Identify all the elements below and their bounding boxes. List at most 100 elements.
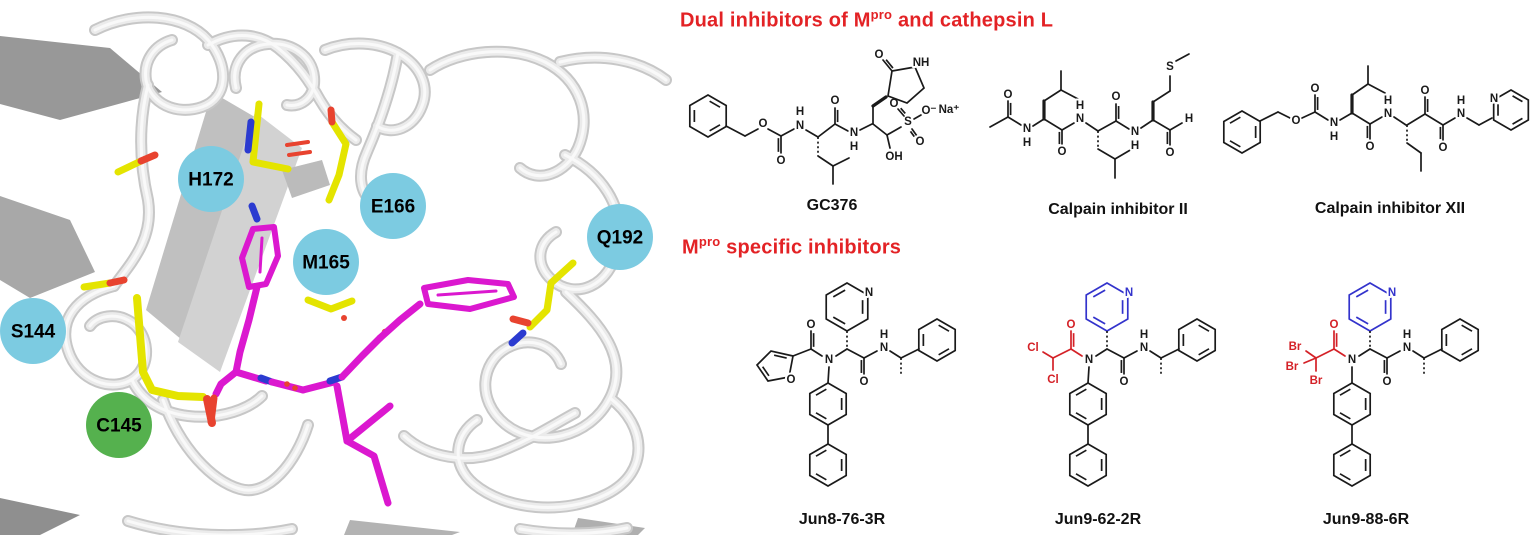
ring-double-bond bbox=[1339, 473, 1351, 481]
atom-label-H: H bbox=[1131, 140, 1139, 152]
ring-bond bbox=[755, 350, 794, 382]
atom-label-H: H bbox=[796, 106, 804, 118]
atom-label-O: O bbox=[831, 95, 840, 107]
bond bbox=[1106, 348, 1125, 359]
bond bbox=[1140, 119, 1154, 129]
ring-bond bbox=[1332, 443, 1372, 487]
bond bbox=[1032, 118, 1045, 127]
atom-label-N: N bbox=[1384, 108, 1392, 120]
bond bbox=[846, 348, 865, 359]
atom-label-Na⁺: Na⁺ bbox=[939, 104, 960, 116]
residue-label: Q192 bbox=[597, 228, 643, 249]
ring-bond bbox=[688, 94, 728, 138]
bond bbox=[1339, 112, 1353, 121]
atom-label-H: H bbox=[880, 329, 888, 341]
atom-label-O: O bbox=[1421, 85, 1430, 97]
header-superscript: pro bbox=[870, 7, 893, 22]
bond bbox=[1060, 89, 1079, 100]
atom-label-H: H bbox=[850, 141, 858, 153]
atom-label-O: O bbox=[916, 136, 925, 148]
ring-double-bond bbox=[1198, 324, 1210, 332]
atom-label-N: N bbox=[1131, 126, 1139, 138]
bond bbox=[886, 134, 891, 149]
atom-label-O: O bbox=[759, 118, 768, 130]
atom-label-Br: Br bbox=[1310, 375, 1323, 387]
ring-double-bond bbox=[1339, 388, 1351, 396]
residue-label: E166 bbox=[371, 197, 415, 218]
ring-bond bbox=[1222, 110, 1262, 154]
ring-double-bond bbox=[815, 449, 827, 457]
bond bbox=[1358, 348, 1371, 357]
compound-label-gc376: GC376 bbox=[806, 197, 858, 214]
bond bbox=[1123, 350, 1138, 359]
ring-double-bond bbox=[1339, 449, 1351, 457]
bond bbox=[792, 348, 812, 357]
ring-bond bbox=[1085, 282, 1129, 332]
residue-label: S144 bbox=[11, 322, 56, 343]
ring-bond bbox=[1177, 318, 1217, 362]
atom-label-N: N bbox=[1388, 287, 1396, 299]
bond bbox=[1393, 116, 1407, 126]
double-bond bbox=[909, 130, 915, 138]
bond bbox=[1351, 112, 1371, 125]
bond bbox=[1369, 116, 1383, 125]
bond bbox=[1095, 348, 1108, 357]
atom-label-H: H bbox=[1330, 131, 1338, 143]
bond bbox=[1097, 120, 1117, 132]
bond bbox=[1160, 348, 1180, 359]
atom-label-OH: OH bbox=[885, 151, 902, 163]
header-superscript: pro bbox=[698, 234, 721, 249]
atom-label-O: O bbox=[1311, 83, 1320, 95]
ring-bond bbox=[1348, 282, 1392, 332]
atom-label-H: H bbox=[1403, 329, 1411, 341]
atom-label-O: O bbox=[1292, 115, 1301, 127]
header-text: and cathepsin L bbox=[892, 9, 1054, 32]
bond bbox=[913, 114, 922, 120]
ring-double-bond bbox=[1229, 140, 1241, 148]
atom-label-S: S bbox=[1166, 61, 1174, 73]
residue-badge-E166: E166 bbox=[360, 173, 426, 239]
atom-label-N: N bbox=[1403, 342, 1411, 354]
bond bbox=[1423, 348, 1443, 359]
bond bbox=[1277, 111, 1291, 119]
compound-label-jun9-88-6r: Jun9-88-6R bbox=[1322, 511, 1410, 528]
bond bbox=[1333, 348, 1346, 357]
bond bbox=[1305, 350, 1317, 359]
ring-double-bond bbox=[709, 124, 721, 132]
ring-double-bond bbox=[709, 100, 721, 108]
header-text: specific inhibitors bbox=[720, 236, 902, 259]
residue-label: M165 bbox=[302, 253, 350, 274]
bond bbox=[817, 155, 834, 167]
atom-label-Br: Br bbox=[1286, 361, 1299, 373]
ring-bond bbox=[1492, 89, 1530, 131]
residue-badge-circle bbox=[587, 204, 653, 270]
ring-double-bond bbox=[1075, 473, 1087, 481]
atom-label-N: N bbox=[1023, 123, 1031, 135]
bond bbox=[1169, 122, 1183, 131]
residue-badge-S144: S144 bbox=[0, 298, 66, 364]
ring-double-bond bbox=[1075, 412, 1087, 420]
residue-badge-circle bbox=[0, 298, 66, 364]
bond bbox=[817, 123, 836, 138]
atom-label-N: N bbox=[796, 120, 804, 132]
ring-bond bbox=[825, 282, 869, 332]
atom-label-O: O bbox=[1067, 319, 1076, 331]
bond bbox=[882, 59, 893, 72]
bond bbox=[989, 116, 1009, 128]
atom-label-O: O bbox=[777, 155, 786, 167]
ring-double-bond bbox=[1229, 116, 1241, 124]
ring-double-bond bbox=[1198, 348, 1210, 356]
bond bbox=[1149, 350, 1162, 359]
ring-double-bond bbox=[1512, 117, 1523, 125]
atom-label-O: O bbox=[807, 319, 816, 331]
bond bbox=[832, 157, 850, 167]
bond bbox=[1061, 122, 1075, 131]
ring-double-bond bbox=[761, 366, 770, 377]
bond bbox=[1301, 111, 1316, 119]
bond bbox=[872, 123, 888, 136]
atom-label-N: N bbox=[1348, 354, 1356, 366]
residue-badge-M165: M165 bbox=[293, 229, 359, 295]
